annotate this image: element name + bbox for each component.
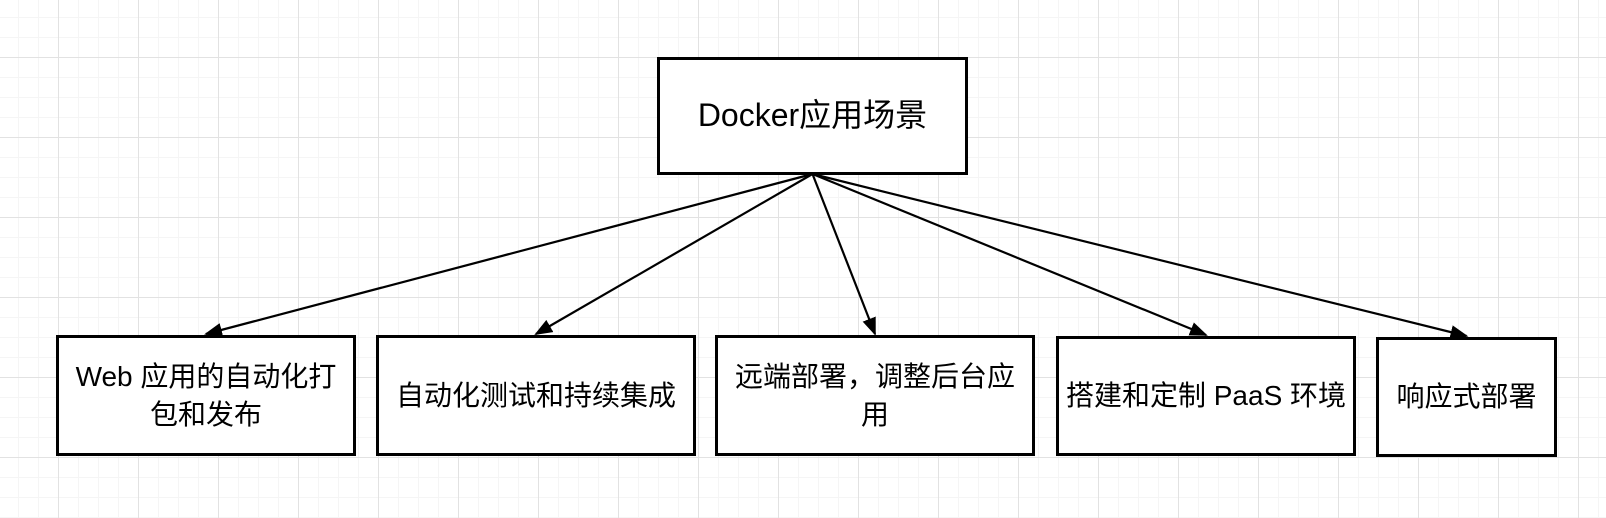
node-label: Docker应用场景: [697, 97, 928, 134]
node-docker-application-scenarios[interactable]: Docker应用场景: [657, 57, 968, 175]
node-responsive-deployment[interactable]: 响应式部署: [1376, 337, 1557, 457]
edge-arrow: [811, 173, 877, 336]
node-label: 远端部署，调整后台应用: [734, 360, 1015, 430]
node-label: 响应式部署: [1396, 381, 1537, 413]
edge-arrow: [534, 173, 814, 336]
node-label: Web 应用的自动化打包和发布: [75, 360, 337, 430]
node-label: 搭建和定制 PaaS 环境: [1065, 380, 1347, 412]
node-automated-testing-ci[interactable]: 自动化测试和持续集成: [376, 335, 696, 456]
edge-arrow: [812, 172, 1469, 339]
node-paas-environment[interactable]: 搭建和定制 PaaS 环境: [1056, 336, 1356, 456]
node-remote-deployment[interactable]: 远端部署，调整后台应用: [715, 335, 1035, 456]
node-web-app-auto-packaging[interactable]: Web 应用的自动化打包和发布: [56, 335, 356, 456]
node-label: 自动化测试和持续集成: [395, 379, 676, 411]
edge-arrow: [812, 172, 1208, 337]
edge-arrow: [204, 172, 813, 337]
